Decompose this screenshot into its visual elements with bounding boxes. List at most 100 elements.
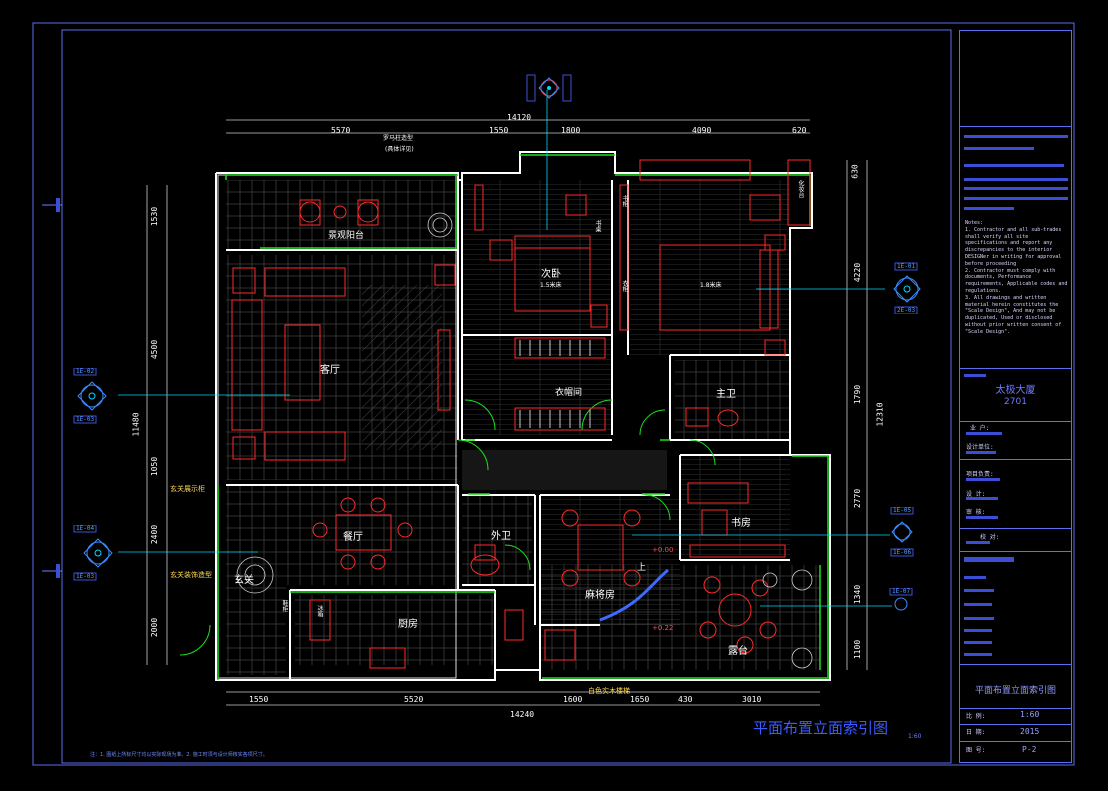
label-bookcase: 书柜 (621, 195, 628, 207)
room-landscape-balcony: 景观阳台 (328, 231, 365, 241)
tb-misc-bar-8 (964, 653, 992, 656)
index-label-right-upper-b: 2E-03 (897, 307, 916, 314)
dim-right-4: 2770 (853, 488, 863, 509)
index-lines (118, 90, 892, 607)
dim-right-6: 1100 (853, 639, 863, 660)
dim-top-2: 1550 (489, 126, 509, 135)
label-shoe-cabinet: 鞋柜 (281, 600, 288, 612)
dim-bottom-6: 3010 (742, 695, 762, 704)
tb-divider-7 (960, 664, 1071, 665)
outer-frame (32, 22, 1075, 766)
tb-project-bar (964, 374, 986, 377)
dim-bottom-3: 1600 (563, 695, 583, 704)
tb-header-bar-7 (964, 207, 1014, 210)
tb-header-bar-2 (964, 147, 1034, 150)
dim-left-2: 4500 (150, 339, 160, 360)
dim-top-1: 5570 (331, 126, 351, 135)
drawing-footnote: 注：1. 图纸上所标尺寸均以实际现场为准。2. 施工时须与设计师核实各项尺寸。 (90, 752, 268, 758)
room-second-bedroom: 次卧 (541, 269, 561, 280)
inner-frame (61, 29, 952, 764)
dimension-lines (146, 119, 868, 706)
side-markers (42, 198, 62, 578)
furniture (231, 159, 811, 669)
dim-top-5: 620 (792, 126, 807, 135)
tb-notes: Notes: 1. Contractor and all sub-trades … (965, 220, 1068, 335)
tb-divider-10 (960, 741, 1071, 742)
index-symbol-top (526, 74, 572, 102)
dim-bottom-4: 1650 (630, 695, 650, 704)
dim-right-2: 4220 (853, 262, 863, 283)
windows (217, 154, 829, 680)
label-wardrobe: 衣柜 (621, 280, 628, 292)
note-entry-decor: 玄关装饰造型 (170, 571, 212, 579)
dim-left-1: 1530 (150, 206, 160, 227)
index-label-left-lower-a: 1E-04 (76, 525, 95, 532)
tb-drawing-name: 平面布置立面索引图 (974, 686, 1056, 696)
label-roman-column: 罗马柱造型 (383, 135, 414, 142)
tb-field-check-bar (966, 541, 990, 544)
dim-bottom-2: 5520 (404, 695, 424, 704)
index-symbol-left-lower (73, 525, 113, 581)
label-roman-column-sub: (具体详见) (385, 146, 414, 153)
label-fridge: 冰箱 (316, 605, 323, 617)
drawing-title: 平面布置立面索引图 (753, 719, 889, 737)
dim-left-3: 1050 (150, 456, 160, 477)
plants (236, 212, 813, 669)
stair-line (599, 568, 669, 622)
tb-divider-3 (960, 421, 1071, 422)
dim-right-total: 12310 (875, 402, 885, 427)
note-level-2: +0.22 (652, 624, 674, 632)
dim-right-5: 1340 (853, 584, 863, 605)
tb-project-name: 太极大厦 (995, 385, 1036, 396)
tb-field-review: 审 核: (966, 509, 986, 516)
dim-bottom-5: 430 (678, 695, 693, 704)
label-vanity: 化妆台 (797, 180, 804, 198)
index-symbol-right-bottom (889, 588, 913, 611)
tb-field-review-bar (966, 516, 998, 519)
label-up: 上 (637, 563, 647, 573)
tb-unit: 2701 (1004, 397, 1027, 407)
dim-left-5: 2000 (150, 617, 160, 638)
tb-header-bar-6 (964, 197, 1068, 200)
dim-bottom-1: 1550 (249, 695, 269, 704)
tb-date-label: 日 期: (966, 729, 986, 736)
room-dining-room: 餐厅 (343, 532, 363, 543)
drawing-scale: 1:60 (908, 733, 922, 740)
tb-sheet-value: P-2 (1022, 745, 1037, 754)
tb-scale-label: 比 例: (966, 713, 986, 720)
tb-misc-bar-1 (964, 557, 1014, 562)
index-label-left-lower-b: 1E-03 (76, 573, 95, 580)
index-label-right-lower-a: 1E-05 (893, 507, 912, 514)
index-label-left-upper-b: 1E-03 (76, 416, 95, 423)
index-symbol-right-lower (890, 507, 914, 557)
index-symbol-left-upper (73, 368, 107, 424)
dim-right-3: 1790 (853, 384, 863, 405)
room-cloakroom: 衣帽间 (555, 388, 583, 398)
tb-divider-8 (960, 708, 1071, 709)
room-study: 书房 (731, 518, 751, 529)
index-label-right-lower-b: 1E-06 (893, 549, 912, 556)
tb-field-lead-bar (966, 478, 1000, 481)
tb-misc-bar-2 (964, 576, 986, 579)
tb-field-owner-bar (966, 432, 1002, 435)
label-desk: 书桌 (594, 220, 601, 232)
tb-scale-value: 1:60 (1020, 710, 1040, 719)
tb-misc-bar-6 (964, 629, 992, 632)
dim-right-1: 630 (850, 164, 860, 179)
room-kitchen: 厨房 (398, 619, 418, 630)
tb-field-check: 校 对: (980, 534, 1000, 541)
dim-top-total: 14120 (507, 113, 532, 122)
room-guest-bath: 外卫 (491, 531, 511, 542)
room-second-bed-size: 1.5米床 (540, 282, 562, 289)
room-terrace: 露台 (728, 646, 748, 657)
note-level-1: +0.00 (652, 546, 674, 554)
tb-field-design-unit: 设计单位: (966, 444, 994, 451)
tb-divider-1 (960, 126, 1071, 127)
tb-header-bar-3 (964, 164, 1064, 167)
index-label-right-upper-a: 1E-01 (897, 263, 916, 270)
index-label-right-bottom: 1E-07 (892, 588, 911, 595)
index-symbol-right-upper (893, 262, 921, 314)
tb-header-bar-1 (964, 135, 1068, 138)
